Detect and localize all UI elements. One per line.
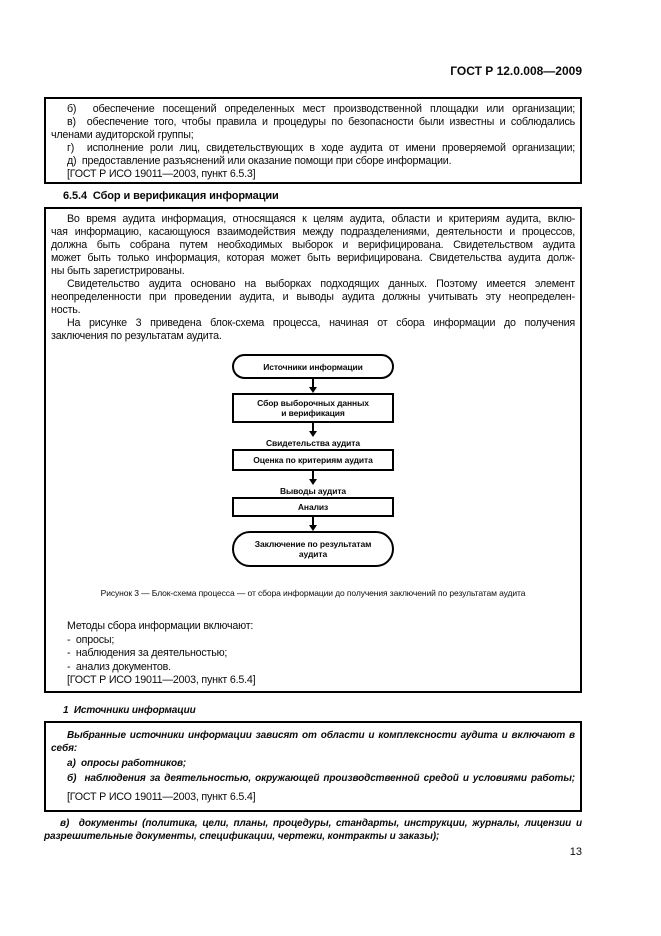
paragraph-line: может быть только информация, которая мо… [51,252,575,264]
quote-line: б) обеспечение посещений определенных ме… [67,103,575,115]
footer-line: в) документы (политика, цели, планы, про… [60,818,582,829]
gost-reference: [ГОСТ Р ИСО 19011—2003, пункт 6.5.4] [67,674,256,686]
list-item: а) опросы работников; [67,758,187,769]
standard-number-header: ГОСТ Р 12.0.008—2009 [450,64,582,78]
paragraph: На рисунке 3 приведена блок-схема процес… [51,317,575,343]
flowchart-process-collect: Сбор выборочных данных и верификация [232,393,394,423]
arrow-down-icon [309,517,317,531]
quote-box-6-5-4: Во время аудита информация, относящаяся … [44,207,582,693]
flowchart-start-node: Источники информации [232,354,394,379]
section-heading-6-5-4: 6.5.4 Сбор и верификация информации [63,190,279,202]
gost-reference: [ГОСТ Р ИСО 19011—2003, пункт 6.5.3] [67,168,256,180]
list-item: б) наблюдения за деятельностью, окружающ… [67,773,575,784]
flowchart-figure-3: Источники информации Сбор выборочных дан… [232,354,394,567]
paragraph-line: ность. [51,304,81,316]
paragraph-line: неопределенности при проведении аудита, … [51,291,575,303]
flowchart-node-label: аудита [298,549,328,559]
paragraph-line: Свидетельство аудита основано на выборка… [67,278,575,290]
footer-item-v: в) документы (политика, цели, планы, про… [44,818,582,844]
flowchart-label-findings: Выводы аудита [279,486,347,496]
flowchart-node-label: Оценка по критериям аудита [253,455,373,465]
quote-line: д) предоставление разъяснений или оказан… [67,155,452,167]
methods-list: Методы сбора информации включают: - опро… [51,620,575,688]
quote-line: себя: [51,743,78,754]
flowchart-node-label: и верификация [281,408,345,418]
flowchart-node-label: Источники информации [263,361,363,372]
paragraph-line: чая информацию, касающуюся взаимодействи… [51,226,575,238]
list-item: - опросы; [67,633,115,646]
paragraph: Свидетельство аудита основано на выборка… [51,278,575,317]
quote-line: членами аудиторской группы; [51,129,194,141]
quote-box-sources: Выбранные источники информации зависят о… [44,721,582,812]
quote-line: г) исполнение роли лиц, свидетельствующи… [67,142,575,154]
arrow-down-icon [309,471,317,485]
methods-intro: Методы сбора информации включают: [67,620,254,632]
list-item: - наблюдения за деятельностью; [67,647,228,659]
flowchart-end-node: Заключение по результатам аудита [232,531,394,567]
figure-caption: Рисунок 3 — Блок-схема процесса — от сбо… [100,588,526,598]
flowchart-node-label: Сбор выборочных данных [257,398,369,408]
flowchart-node-label: Заключение по результатам [254,539,372,549]
flowchart-node-label: Анализ [297,502,329,512]
quote-line: в) обеспечение того, чтобы правила и про… [67,116,575,128]
flowchart-process-evaluate: Оценка по критериям аудита [232,449,394,471]
quote-box-6-5-3: б) обеспечение посещений определенных ме… [44,97,582,184]
footer-line: разрешительные документы, спецификации, … [44,831,440,842]
paragraph-line: Во время аудита информация, относящаяся … [67,213,575,225]
arrow-down-icon [309,423,317,437]
list-item: - анализ документов. [67,660,171,673]
paragraph-line: ны быть зарегистрированы. [51,265,185,277]
subsection-heading-sources: 1 Источники информации [63,705,196,716]
paragraph-line: должна быть собрана путем необходимых вы… [51,239,575,251]
gost-reference: [ГОСТ Р ИСО 19011—2003, пункт 6.5.4] [67,791,256,803]
paragraph-line: На рисунке 3 приведена блок-схема процес… [67,317,575,329]
quote-line: Выбранные источники информации зависят о… [67,730,575,741]
paragraph: Во время аудита информация, относящаяся … [51,213,575,278]
flowchart-process-review: Анализ [232,497,394,517]
page-number: 13 [569,846,582,858]
arrow-down-icon [309,379,317,393]
paragraph-line: заключения по результатам аудита. [51,330,222,342]
flowchart-label-evidence: Свидетельства аудита [266,438,360,448]
